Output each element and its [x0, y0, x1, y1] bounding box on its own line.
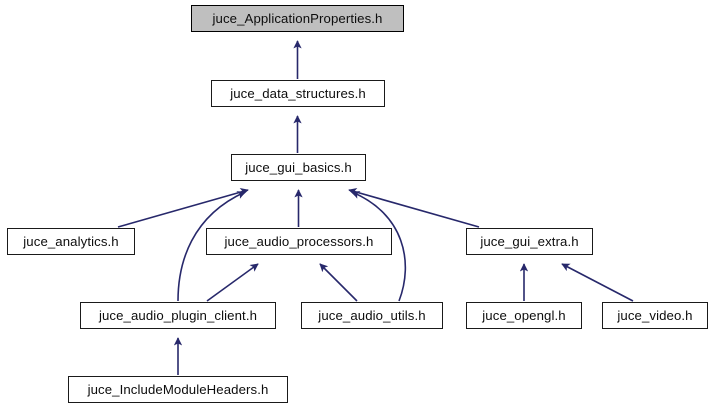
node-juce-data-structures[interactable]: juce_data_structures.h	[211, 80, 385, 107]
node-label: juce_audio_utils.h	[318, 307, 426, 323]
edge-gui-extra-to-gui-basics	[348, 188, 480, 228]
node-label: juce_IncludeModuleHeaders.h	[87, 381, 269, 397]
node-juce-analytics[interactable]: juce_analytics.h	[7, 228, 135, 255]
node-juce-include-module-headers[interactable]: juce_IncludeModuleHeaders.h	[68, 376, 288, 403]
node-juce-gui-extra[interactable]: juce_gui_extra.h	[466, 228, 593, 255]
node-label: juce_video.h	[617, 307, 693, 323]
node-label: juce_opengl.h	[482, 307, 566, 323]
node-juce-opengl[interactable]: juce_opengl.h	[466, 302, 582, 329]
node-label: juce_audio_plugin_client.h	[98, 307, 258, 323]
node-juce-audio-utils[interactable]: juce_audio_utils.h	[301, 302, 443, 329]
node-juce-audio-plugin-client[interactable]: juce_audio_plugin_client.h	[80, 302, 276, 329]
node-label: juce_analytics.h	[23, 233, 119, 249]
node-juce-gui-basics[interactable]: juce_gui_basics.h	[231, 154, 366, 181]
edge-audio-utils-to-audio-processors	[319, 263, 358, 302]
edge-analytics-to-gui-basics	[117, 188, 249, 228]
edge-audio-plugin-client-to-audio-processors	[206, 263, 259, 302]
node-juce-audio-processors[interactable]: juce_audio_processors.h	[206, 228, 392, 255]
node-label: juce_audio_processors.h	[224, 233, 374, 249]
node-juce-video[interactable]: juce_video.h	[602, 302, 708, 329]
edge-video-to-gui-extra	[561, 263, 634, 302]
node-label: juce_ApplicationProperties.h	[212, 10, 383, 26]
node-label: juce_gui_extra.h	[480, 233, 579, 249]
node-juce-application-properties[interactable]: juce_ApplicationProperties.h	[191, 5, 404, 32]
node-label: juce_data_structures.h	[230, 85, 366, 101]
node-label: juce_gui_basics.h	[245, 159, 352, 175]
